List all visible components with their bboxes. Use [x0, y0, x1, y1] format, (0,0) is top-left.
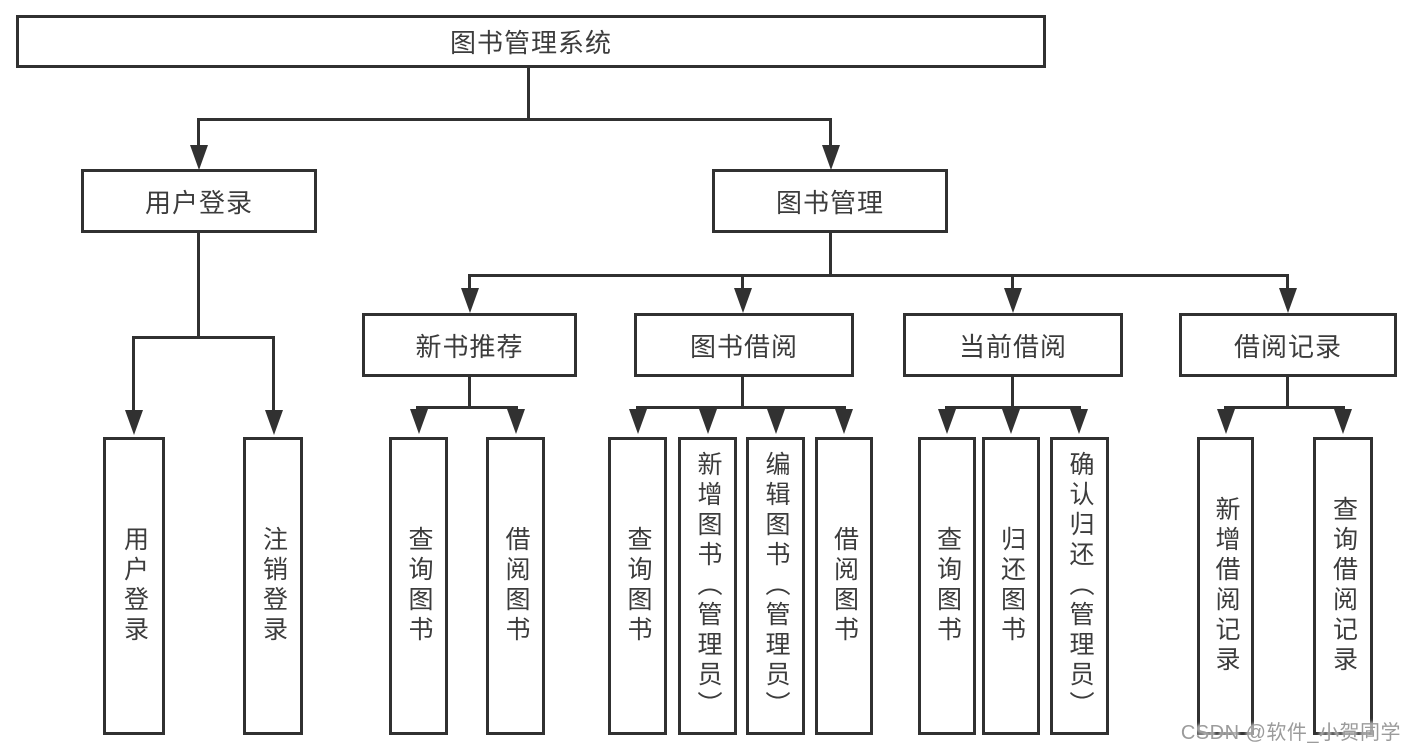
- connector-new-books-stem: [468, 377, 471, 409]
- arrowhead-down-icon: [767, 409, 785, 434]
- arrowhead-down-icon: [507, 409, 525, 434]
- connector-borrowing-drop: [741, 274, 744, 290]
- connector-current-rail: [945, 406, 1081, 409]
- leaf-query-books-borrowing: 查询图书: [608, 437, 667, 735]
- leaf-edit-books-admin: 编辑图书（管理员）: [746, 437, 805, 735]
- connector-user-login-rail: [132, 336, 275, 339]
- arrowhead-down-icon: [1002, 409, 1020, 434]
- leaf-borrow-books-recommend: 借阅图书: [486, 437, 545, 735]
- arrowhead-down-icon: [1279, 288, 1297, 313]
- connector-borrowing-rail: [636, 406, 846, 409]
- leaf-query-books-current: 查询图书: [918, 437, 976, 735]
- leaf-query-borrow-record: 查询借阅记录: [1313, 437, 1373, 735]
- arrowhead-down-icon: [410, 409, 428, 434]
- leaf-query-books-recommend: 查询图书: [389, 437, 448, 735]
- leaf-add-books-admin: 新增图书（管理员）: [678, 437, 737, 735]
- connector-root-stem: [527, 68, 530, 118]
- connector-login-drop: [132, 336, 135, 411]
- arrowhead-down-icon: [1217, 409, 1235, 434]
- leaf-borrow-books: 借阅图书: [815, 437, 873, 735]
- arrowhead-down-icon: [822, 145, 840, 170]
- node-borrowing-records: 借阅记录: [1179, 313, 1397, 377]
- leaf-logout: 注销登录: [243, 437, 303, 735]
- csdn-watermark: CSDN @软件_小贺同学: [1180, 722, 1401, 744]
- connector-level1-rail: [197, 118, 832, 121]
- arrowhead-down-icon: [1004, 288, 1022, 313]
- node-user-login: 用户登录: [81, 169, 317, 233]
- node-root-library-system: 图书管理系统: [16, 15, 1046, 68]
- leaf-add-borrow-record: 新增借阅记录: [1197, 437, 1254, 735]
- arrowhead-down-icon: [1334, 409, 1352, 434]
- leaf-confirm-return-admin: 确认归还（管理员）: [1050, 437, 1109, 735]
- connector-records-rail: [1224, 406, 1345, 409]
- node-new-book-recommend: 新书推荐: [362, 313, 577, 377]
- connector-borrowing-stem: [741, 377, 744, 409]
- connector-records-stem: [1286, 377, 1289, 409]
- arrowhead-down-icon: [1070, 409, 1088, 434]
- connector-user-login-stem: [197, 233, 200, 339]
- connector-book-mgmt-stem: [829, 233, 832, 277]
- connector-records-drop: [1286, 274, 1289, 290]
- arrowhead-down-icon: [125, 410, 143, 435]
- connector-current-stem: [1011, 377, 1014, 409]
- leaf-user-login: 用户登录: [103, 437, 165, 735]
- connector-book-mgmt-drop: [829, 118, 832, 148]
- node-book-borrowing: 图书借阅: [634, 313, 854, 377]
- arrowhead-down-icon: [190, 145, 208, 170]
- arrowhead-down-icon: [461, 288, 479, 313]
- arrowhead-down-icon: [629, 409, 647, 434]
- arrowhead-down-icon: [734, 288, 752, 313]
- connector-current-drop: [1011, 274, 1014, 290]
- arrowhead-down-icon: [265, 410, 283, 435]
- connector-logout-drop: [272, 336, 275, 411]
- arrowhead-down-icon: [938, 409, 956, 434]
- node-book-management: 图书管理: [712, 169, 948, 233]
- arrowhead-down-icon: [835, 409, 853, 434]
- arrowhead-down-icon: [699, 409, 717, 434]
- connector-user-login-drop: [197, 118, 200, 148]
- leaf-return-books: 归还图书: [982, 437, 1040, 735]
- connector-level3-rail: [468, 274, 1289, 277]
- node-current-borrowing: 当前借阅: [903, 313, 1123, 377]
- connector-new-books-drop: [468, 274, 471, 290]
- connector-new-books-rail: [416, 406, 518, 409]
